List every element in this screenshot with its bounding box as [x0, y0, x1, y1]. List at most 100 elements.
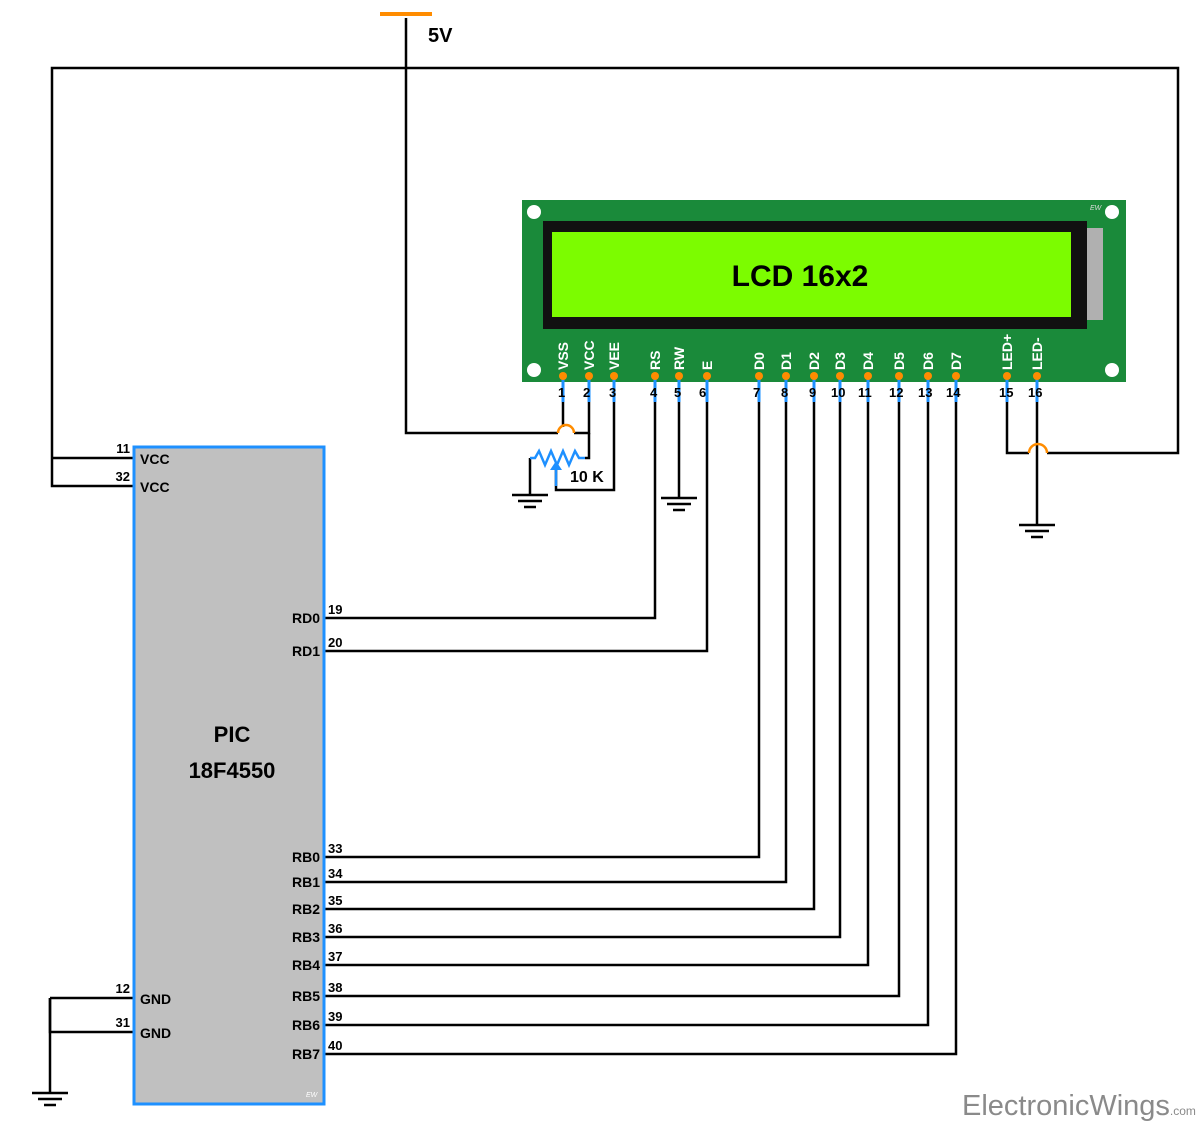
lcd-pin: VSS 1	[555, 342, 571, 402]
pin-dot	[610, 372, 618, 380]
lcd-pin-number: 5	[674, 385, 681, 400]
lcd-pin-number: 15	[999, 385, 1013, 400]
potentiometer	[530, 447, 585, 486]
lcd-pin-number: 4	[650, 385, 658, 400]
mounting-hole	[527, 363, 541, 377]
lcd-pin-name: D3	[832, 352, 848, 370]
mcu-pin-number: 38	[328, 980, 342, 995]
pin-dot	[810, 372, 818, 380]
lcd-title: LCD 16x2	[732, 260, 869, 293]
watermark-main: ElectronicWings	[962, 1090, 1170, 1122]
lcd-pin-name: LED+	[999, 334, 1015, 370]
mcu-pin-number: 40	[328, 1038, 342, 1053]
mcu-pin-name: RB5	[292, 988, 320, 1004]
mcu-pin-name: GND	[140, 991, 171, 1007]
lcd-pin-number: 10	[831, 385, 845, 400]
pot-label: 10 K	[570, 469, 604, 486]
lcd-pin: E6	[699, 361, 715, 402]
lcd-pin: RW5	[671, 346, 687, 402]
lcd-pin-number: 2	[583, 385, 590, 400]
mcu-pin-number: 33	[328, 841, 342, 856]
lcd-pin: D3 10	[831, 352, 848, 402]
mounting-hole	[1105, 205, 1119, 219]
mounting-hole	[527, 205, 541, 219]
rd1-wire	[324, 400, 709, 653]
lcd-pin-number: 1	[558, 385, 565, 400]
rb2-wire	[324, 400, 816, 911]
mcu-pin-number: 34	[328, 866, 343, 881]
mcu-pin-name: RB6	[292, 1017, 320, 1033]
lcd-pin-name: D7	[948, 352, 964, 370]
pin-dot	[755, 372, 763, 380]
mcu-pin-name: VCC	[140, 479, 170, 495]
rd0-wire	[324, 400, 657, 620]
mcu-pin-name: RB3	[292, 929, 320, 945]
pic-mcu: PIC 18F4550 EW 11VCC32VCC12GND31GND19RD0…	[116, 441, 344, 1106]
mcu-pin-number: 20	[328, 635, 342, 650]
mcu-pin-number: 36	[328, 921, 342, 936]
mcu-pins: 11VCC32VCC12GND31GND19RD020RD133RB034RB1…	[116, 441, 344, 1062]
rb7-wire	[324, 400, 958, 1056]
mcu-model: 18F4550	[189, 758, 276, 783]
mcu-pin-number: 37	[328, 949, 342, 964]
lcd-pin-name: D1	[778, 352, 794, 370]
supply-5v-wire	[404, 18, 558, 435]
mcu-name: PIC	[214, 722, 251, 747]
lcd-pin: D29	[806, 352, 822, 402]
mcu-pin-number: 31	[116, 1015, 130, 1030]
lcd-pin-name: D0	[751, 352, 767, 370]
lcd-pin-number: 6	[699, 385, 706, 400]
lcd-pin-name: D6	[920, 352, 936, 370]
mcu-body	[132, 445, 326, 1106]
pin-dot	[952, 372, 960, 380]
mcu-pin-name: GND	[140, 1025, 171, 1041]
pin-dot	[782, 372, 790, 380]
mcu-badge: EW	[306, 1092, 319, 1099]
mcu-pin-name: RB7	[292, 1046, 320, 1062]
mcu-pin-number: 12	[116, 981, 130, 996]
rb6-wire	[324, 400, 930, 1027]
watermark-suffix: .com	[1169, 1104, 1196, 1118]
lcd-pin-number: 14	[946, 385, 961, 400]
pin-dot	[585, 372, 593, 380]
lcd-pin: D7 14	[946, 352, 964, 402]
lcd-pin-number: 11	[858, 385, 872, 400]
lcd-pin: D6 13	[918, 352, 936, 402]
vcc-pin32-wire	[50, 458, 134, 488]
mounting-hole	[1105, 363, 1119, 377]
lcd-pin-name: VSS	[555, 342, 571, 370]
mcu-pin-name: RB4	[292, 957, 320, 973]
lcd-pin-name: E	[699, 361, 715, 370]
pin-dot	[651, 372, 659, 380]
led-plus-wire	[1005, 400, 1029, 455]
lcd-pin-number: 13	[918, 385, 932, 400]
pin-dot	[836, 372, 844, 380]
lcd-pin-number: 16	[1028, 385, 1042, 400]
lcd-pin-name: D2	[806, 352, 822, 370]
watermark: ElectronicWings.com	[962, 1090, 1196, 1123]
pin-dot	[559, 372, 567, 380]
wire-crossover-hop	[1027, 442, 1049, 454]
lcd-pin: D07	[751, 352, 767, 402]
pin-dot	[675, 372, 683, 380]
mcu-pin-name: RD0	[292, 610, 320, 626]
rb1-wire	[324, 400, 788, 884]
mcu-pin-name: RD1	[292, 643, 320, 659]
mcu-pin-number: 19	[328, 602, 342, 617]
mcu-pin-number: 11	[116, 441, 130, 456]
